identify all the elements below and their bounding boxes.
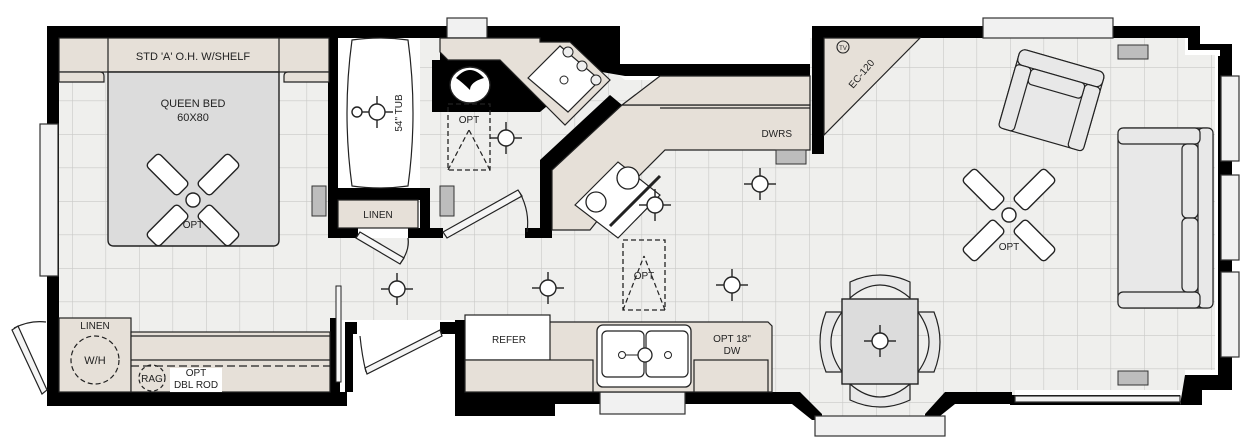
ceiling-light-icon xyxy=(744,168,776,200)
floor-vent xyxy=(1117,44,1149,60)
ceiling-light-icon xyxy=(716,269,748,301)
sofa xyxy=(1117,127,1214,309)
kitchen: DWRS OPT xyxy=(359,75,811,393)
refrigerator-label: REFER xyxy=(492,335,526,346)
dishwasher-opt-label: OPT 18" xyxy=(713,334,751,345)
ceiling-fan-icon xyxy=(962,168,1056,262)
kitchen-skylight-opt xyxy=(622,239,666,311)
bedroom: STD 'A' O.H. W/SHELF QUEEN BED 60X80 OPT xyxy=(58,37,330,247)
entertainment-center: TV EC-120 xyxy=(823,37,922,137)
tub-drain-icon xyxy=(351,96,393,128)
dishwasher-label: DW xyxy=(724,346,741,357)
interior-walls xyxy=(328,38,622,406)
bath-linen-closet xyxy=(337,199,419,229)
ceiling-light-icon xyxy=(864,325,896,357)
overhead-cabinet-label: STD 'A' O.H. W/SHELF xyxy=(136,51,250,63)
utility-closet: LINEN W/H RAG OPT DBL ROD xyxy=(11,285,342,395)
tv-icon: TV xyxy=(839,46,847,52)
drawers-label: DWRS xyxy=(761,129,792,140)
refrigerator xyxy=(464,314,551,361)
floor-vent xyxy=(1117,370,1149,386)
queen-bed xyxy=(107,71,280,247)
kitchen-skylight-opt-label: OPT xyxy=(634,271,655,282)
armchair xyxy=(998,49,1105,152)
toilet-icon xyxy=(449,66,491,104)
bath-opt-label: OPT xyxy=(459,115,480,126)
exterior-door xyxy=(11,325,48,395)
bath-linen-label: LINEN xyxy=(363,210,392,221)
windows xyxy=(39,17,1240,437)
living-fan-opt-label: OPT xyxy=(999,242,1020,253)
tub-label: 54" TUB xyxy=(394,94,405,132)
utility-linen-label: LINEN xyxy=(80,321,109,332)
water-heater-label: W/H xyxy=(84,355,105,367)
dbl-rod-opt-label: OPT xyxy=(186,368,207,379)
water-heater xyxy=(70,335,120,385)
bedroom-fan-opt-label: OPT xyxy=(183,220,204,231)
rag-label: RAG xyxy=(141,374,163,385)
ceiling-light-icon xyxy=(381,273,413,305)
floor-vent xyxy=(439,185,455,217)
dbl-rod-label: DBL ROD xyxy=(174,380,218,391)
ceiling-light-icon xyxy=(490,122,522,154)
ceiling-fan-icon xyxy=(146,153,240,247)
ceiling-light-icon xyxy=(532,272,564,304)
floor-vent xyxy=(775,149,807,165)
bed-name-label: QUEEN BED xyxy=(161,98,226,110)
rag-icon xyxy=(138,364,166,392)
floor-vent xyxy=(311,185,327,217)
ceiling-light-icon xyxy=(639,189,671,221)
living-room: OPT xyxy=(819,44,1214,408)
bed-size-label: 60X80 xyxy=(177,112,209,124)
overhead-cabinet xyxy=(58,37,330,73)
entry-door xyxy=(364,329,443,375)
bathroom: 54" TUB OPT LINEN xyxy=(337,37,611,265)
